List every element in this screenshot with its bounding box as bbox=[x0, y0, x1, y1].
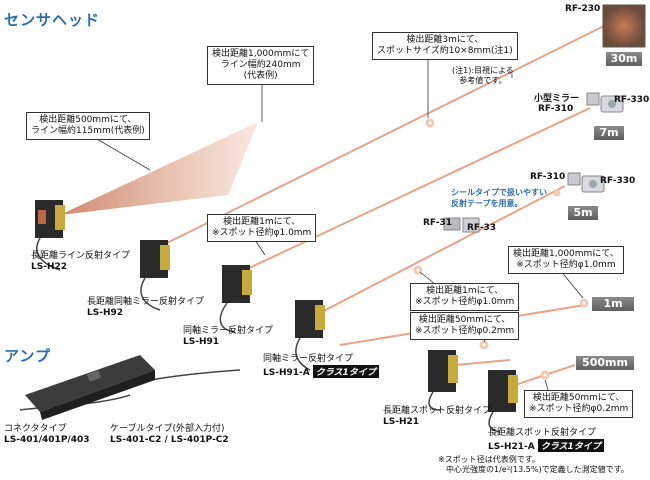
distance-5m: 5m bbox=[568, 206, 598, 220]
spot-1m-a bbox=[413, 265, 423, 275]
distance-30m: 30m bbox=[606, 52, 642, 66]
label-rf-330-b: RF-330 bbox=[600, 176, 636, 186]
amp-cable-type: ケーブルタイプ(外部入力付)LS-401-C2 / LS-401P-C2 bbox=[110, 424, 229, 445]
spot-1000 bbox=[579, 298, 589, 308]
label-rf-330-a: RF-330 bbox=[614, 95, 650, 105]
beam-h21 bbox=[454, 359, 511, 366]
distance-7m: 7m bbox=[594, 126, 624, 140]
distance-1m: 1m bbox=[592, 297, 634, 311]
callout-h92-1m: 検出距離1mにて、※スポット径約φ1.0mm bbox=[207, 214, 317, 242]
section-amp: アンプ bbox=[4, 347, 51, 365]
note-1: (注1):目視による参考値です。 bbox=[452, 66, 514, 85]
label-rf-230: RF-230 bbox=[565, 4, 601, 14]
class1-badge: クラス1タイプ bbox=[312, 365, 379, 378]
label-rf-310-b: RF-310 bbox=[530, 172, 566, 182]
callout-h91a-1m: 検出距離1mにて、※スポット径約φ1.0mm bbox=[410, 283, 520, 311]
callout-h21-50: 検出距離50mmにて、※スポット径約φ0.2mm bbox=[410, 312, 520, 340]
callout-spot-3m: 検出距離3mにて、スポットサイズ約10×8mm(注1) bbox=[372, 32, 518, 60]
spot-50a bbox=[479, 340, 489, 350]
beam-7m bbox=[244, 107, 591, 271]
spot-50b bbox=[540, 370, 550, 380]
section-sensor-head: センサヘッド bbox=[4, 11, 101, 29]
callout-1000-spot: 検出距離1,000mmにて、※スポット径約φ1.0mm bbox=[508, 246, 624, 274]
label-rf-33: RF-33 bbox=[467, 223, 497, 233]
callout-line-1000: 検出距離1,000mmにてライン幅約240mm(代表例) bbox=[207, 46, 315, 85]
beam-30m bbox=[162, 21, 613, 246]
amplifier-body bbox=[25, 355, 155, 412]
label-rf-31: RF-31 bbox=[423, 218, 453, 228]
beam-5m bbox=[315, 185, 566, 316]
callout-h21a-50: 検出距離50mmにて、※スポット径約φ0.2mm bbox=[524, 390, 634, 418]
sensor-bodies bbox=[35, 200, 518, 412]
class1-badge-2: クラス1タイプ bbox=[537, 439, 604, 452]
spot-5m bbox=[553, 189, 561, 197]
spot-3m bbox=[425, 118, 435, 128]
footnote: ※スポット径は代表例です。中心光強度の1/e²(13.5%)で定義した測定値です… bbox=[438, 455, 629, 474]
callout-line-500: 検出距離500mmにて、ライン幅約115mm(代表例) bbox=[26, 112, 150, 140]
label-rf-310-a: RF-310 bbox=[538, 104, 574, 114]
distance-500mm: 500mm bbox=[576, 356, 634, 370]
label-small-mirror: 小型ミラー bbox=[534, 94, 580, 104]
rf-230-reflector bbox=[602, 4, 646, 48]
seal-tape-note: シールタイプで扱いやすい反射テープを用意。 bbox=[451, 188, 547, 208]
line-beam-fan bbox=[60, 122, 258, 215]
